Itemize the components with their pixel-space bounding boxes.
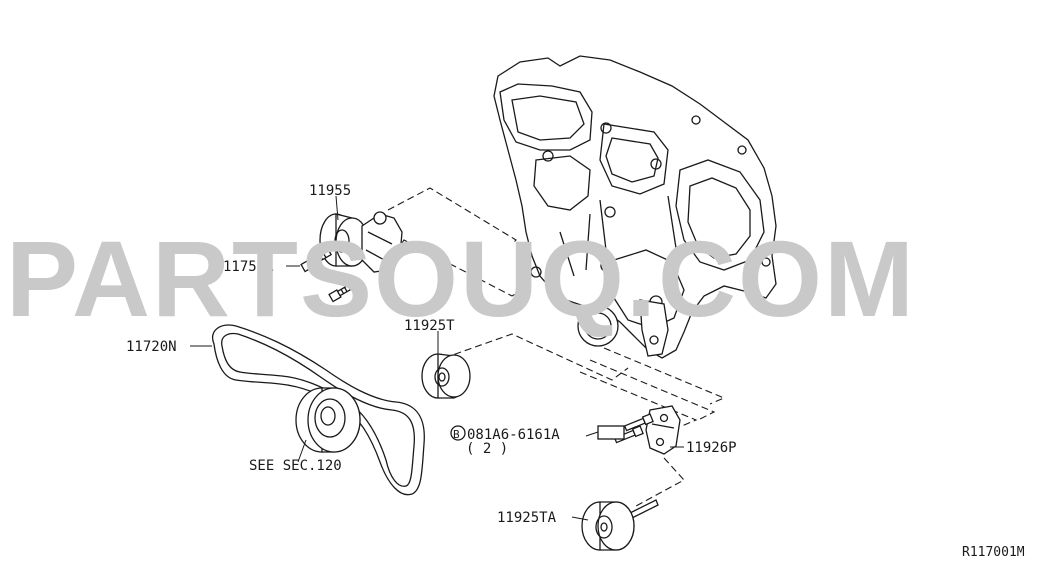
label-bolt-part: 081A6-6161A [467,427,560,443]
label-idler-upper: 11925T [404,318,455,334]
assembly-dashed-lines [387,187,726,507]
tensioner-bolts [300,249,361,303]
crankshaft-pulley [295,387,361,453]
idler-bracket [645,405,681,455]
label-bolt-callout: B 081A6-6161A ( 2 ) [450,425,560,457]
label-bracket: 11926P [686,440,737,456]
watermark: PARTSOUQ.COM [6,218,916,339]
engine-front-cover [493,55,777,359]
idler-pulley-lower [581,499,659,551]
label-drive-belt: 11720N [126,339,177,355]
idler-pulley-upper [421,353,471,399]
figure-code: R117001M [962,545,1025,560]
leader-lines [190,195,684,521]
label-idler-lower: 11925TA [497,510,557,526]
bolt-symbol: B [453,428,460,441]
label-tensioner: 11955 [309,183,351,199]
drive-belt [211,324,425,496]
bracket-bolts [597,413,654,444]
label-see-section: SEE SEC.120 [249,458,342,474]
label-tensioner-bolt: 11750A [223,259,274,275]
label-bolt-qty: ( 2 ) [466,441,508,457]
tensioner-pulley-assembly [319,211,403,273]
